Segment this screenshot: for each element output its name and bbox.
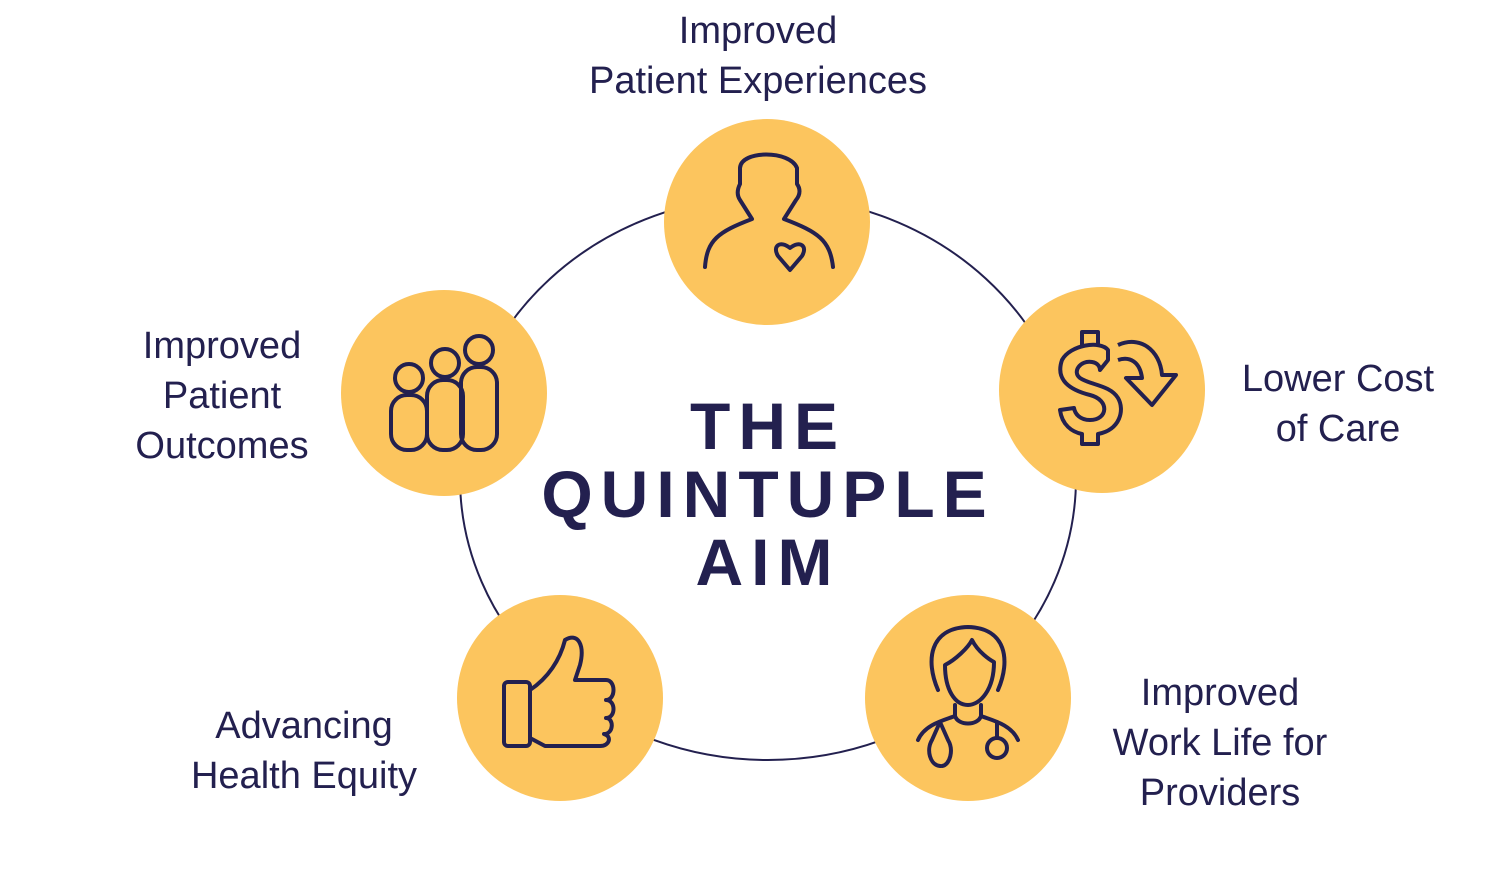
label-lower-cost: Lower Cost of Care: [1218, 354, 1458, 454]
label-line: Improved: [678, 10, 838, 52]
diagram-title: THE QUINTUPLE AIM: [468, 392, 1068, 596]
title-line-1: THE: [690, 389, 846, 463]
doctor-stethoscope-icon: [916, 625, 1020, 768]
label-line: Patient: [162, 375, 282, 417]
dollar-cycle-icon: [1058, 330, 1178, 446]
label-line: Providers: [1139, 772, 1301, 814]
title-line-2: QUINTUPLE: [541, 457, 995, 531]
circle-patient-outcomes: [341, 290, 547, 496]
label-line: Health Equity: [190, 755, 417, 797]
label-line: Patient Experiences: [589, 60, 927, 102]
label-patient-outcomes: Improved Patient Outcomes: [102, 321, 342, 471]
title-line-3: AIM: [695, 525, 841, 599]
label-line: Work Life for: [1112, 722, 1328, 764]
label-line: Improved: [142, 325, 302, 367]
label-line: of Care: [1275, 408, 1401, 450]
circle-health-equity: [457, 595, 663, 801]
circle-patient-experiences: [664, 119, 870, 325]
label-line: Lower Cost: [1241, 358, 1435, 400]
label-line: Improved: [1140, 672, 1300, 714]
label-line: Outcomes: [135, 425, 309, 467]
circle-work-life: [865, 595, 1071, 801]
label-work-life: Improved Work Life for Providers: [1080, 668, 1360, 818]
label-health-equity: Advancing Health Equity: [164, 701, 444, 801]
label-patient-experiences: Improved Patient Experiences: [558, 6, 958, 106]
people-group-icon: [389, 334, 499, 452]
circle-lower-cost: [999, 287, 1205, 493]
label-line: Advancing: [215, 705, 393, 747]
thumbs-up-icon: [502, 635, 616, 748]
patient-heart-icon: [703, 152, 835, 272]
